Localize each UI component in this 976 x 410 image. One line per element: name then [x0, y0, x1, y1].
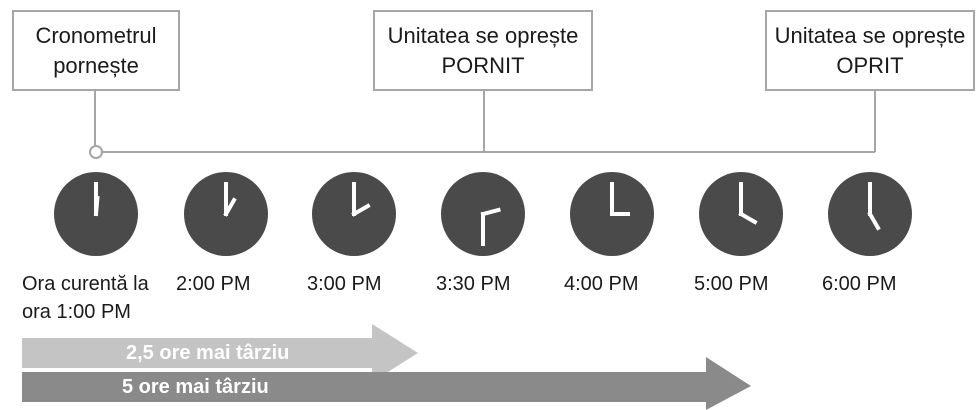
clock-hour-hand [738, 211, 758, 225]
short-arrow-shape [22, 324, 418, 382]
clock-label-2: 2:00 PM [176, 273, 251, 295]
clock-hour-hand [351, 203, 371, 217]
clock-label-6: 5:00 PM [694, 273, 769, 295]
clock-3 [312, 172, 396, 256]
unit-on-text: Unitatea se oprește PORNIT [387, 22, 579, 78]
timer-start-marker [89, 145, 103, 159]
clock-label-1: Ora curentă la ora 1:00 PM [22, 273, 149, 323]
unit-on-callout: Unitatea se oprește PORNIT [373, 10, 593, 91]
clock-5 [570, 172, 654, 256]
long-arrow-label: 5 ore mai târziu [122, 376, 269, 398]
clock-label-5: 4:00 PM [564, 273, 639, 295]
clock-label-3: 3:00 PM [307, 273, 382, 295]
long-arrow-shape [22, 357, 751, 410]
clock-2 [184, 172, 268, 256]
clock-label-4: 3:30 PM [436, 273, 511, 295]
unit-off-text: Unitatea se oprește OPRIT [774, 22, 966, 78]
clock-hour-hand [867, 211, 881, 231]
timer-start-text: Cronometrul pornește [35, 22, 157, 78]
clock-7 [828, 172, 912, 256]
unit-off-callout: Unitatea se oprește OPRIT [765, 10, 975, 91]
clock-hour-hand [480, 207, 501, 217]
clock-hour-hand [93, 195, 100, 217]
timer-start-callout: Cronometrul pornește [12, 10, 180, 91]
clock-6 [699, 172, 783, 256]
clock-1 [54, 172, 138, 256]
clock-4 [441, 172, 525, 256]
short-arrow-label: 2,5 ore mai târziu [126, 342, 290, 364]
clock-hour-hand [223, 197, 237, 217]
clocks-row [54, 172, 912, 256]
clock-label-7: 6:00 PM [822, 273, 897, 295]
